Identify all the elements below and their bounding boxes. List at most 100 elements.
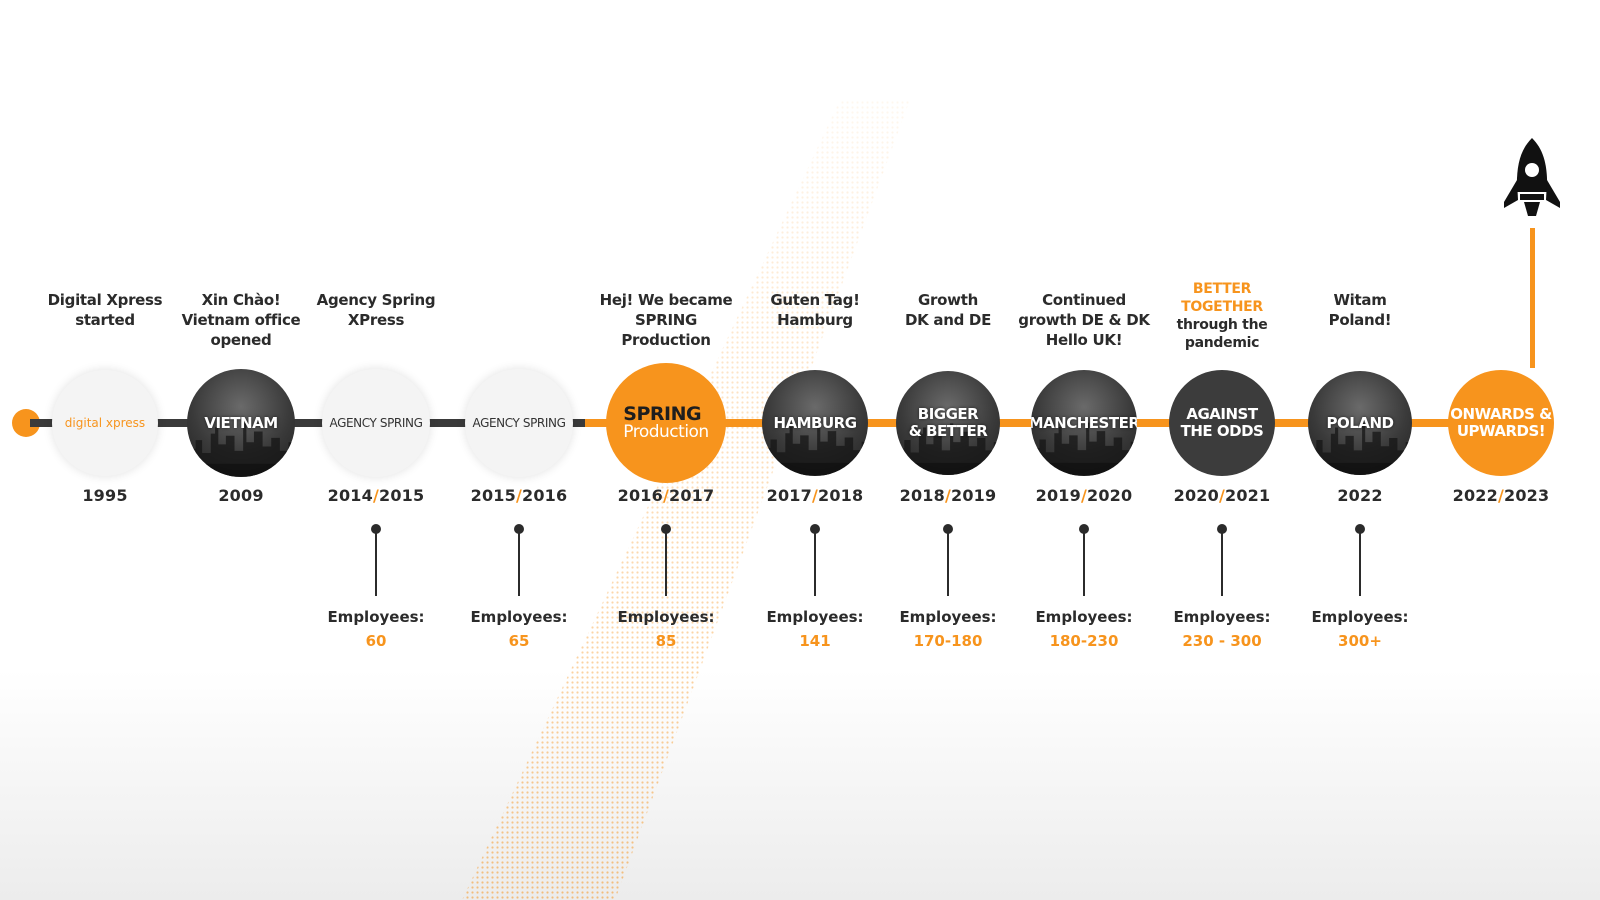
milestone-circle: VIETNAM	[187, 369, 295, 477]
employees-label: Employees:	[766, 608, 864, 626]
pin-stem	[814, 532, 816, 596]
milestone-caption-line: through the	[1176, 317, 1268, 333]
year-separator: /	[811, 486, 819, 505]
milestone-year: 2022/2023	[1426, 486, 1576, 505]
milestone-caption-line: Agency Spring	[316, 291, 436, 309]
milestone-caption: BETTER TOGETHER through the pandemic	[1147, 280, 1297, 352]
employees-label: Employees:	[470, 608, 568, 626]
milestone-caption-line: Poland!	[1328, 311, 1392, 329]
milestone-circle: digital xpress	[52, 370, 158, 476]
milestone-circle-label: VIETNAM	[204, 413, 278, 432]
employees-label: Employees:	[1035, 608, 1133, 626]
pin-stem	[518, 532, 520, 596]
milestone-circle: ONWARDS &UPWARDS!	[1448, 370, 1554, 476]
milestone-year: 2009	[166, 486, 316, 505]
year-separator: /	[372, 486, 380, 505]
rocket-trail	[1530, 228, 1535, 368]
milestone-circle-title: POLAND	[1326, 413, 1394, 432]
year-part: 2019	[951, 486, 997, 505]
milestone-caption-line: DK and DE	[904, 311, 992, 329]
rocket-icon	[1504, 138, 1560, 216]
year-separator: /	[1218, 486, 1226, 505]
year-separator: /	[662, 486, 670, 505]
milestone-caption-line: pandemic	[1184, 335, 1260, 351]
skyline-image	[1031, 423, 1137, 476]
employees-value: 180-230	[1049, 632, 1119, 650]
milestone-caption-line: Xin Chào!	[201, 291, 281, 309]
employees-label: Employees:	[1311, 608, 1409, 626]
year-part: 2009	[218, 486, 264, 505]
spring-logo-word: SPRING	[623, 403, 702, 425]
year-separator: /	[944, 486, 952, 505]
year-separator: /	[1080, 486, 1088, 505]
milestone-caption-highlight: BETTER	[1192, 281, 1252, 297]
milestone-year: 1995	[30, 486, 180, 505]
milestone-year: 2016/2017	[591, 486, 741, 505]
milestone-year: 2014/2015	[301, 486, 451, 505]
year-part: 2019	[1035, 486, 1081, 505]
employees-label: Employees:	[899, 608, 997, 626]
milestone-caption-line: started	[75, 311, 135, 329]
milestone-circle-title: ONWARDS &	[1450, 405, 1552, 423]
milestone-year: 2020/2021	[1147, 486, 1297, 505]
year-part: 2018	[818, 486, 864, 505]
year-part: 2021	[1225, 486, 1271, 505]
year-part: 2016	[617, 486, 663, 505]
milestone-circle-label: BIGGER& BETTER	[909, 406, 988, 440]
milestone-circle: AGENCY SPRING	[465, 369, 573, 477]
pin-stem	[375, 532, 377, 596]
pin-dot-icon	[1079, 524, 1089, 534]
employees-label: Employees:	[327, 608, 425, 626]
pin-dot-icon	[1217, 524, 1227, 534]
milestone-circle-title: MANCHESTER	[1031, 413, 1137, 432]
year-part: 2014	[327, 486, 373, 505]
milestone-caption-line: SPRING Production	[621, 311, 711, 349]
year-part: 2022	[1452, 486, 1498, 505]
year-part: 2022	[1337, 486, 1383, 505]
pin-dot-icon	[1355, 524, 1365, 534]
pin-dot-icon	[810, 524, 820, 534]
milestone-circle: HAMBURG	[762, 370, 868, 476]
employees-value: 170-180	[913, 632, 983, 650]
milestone-circle: BIGGER& BETTER	[896, 371, 1000, 475]
pin-stem	[1221, 532, 1223, 596]
year-separator: /	[1497, 486, 1505, 505]
milestone-circle-label: AGENCY SPRING	[473, 415, 566, 432]
milestone-year: 2022	[1285, 486, 1435, 505]
milestone-circle-title: BIGGER	[917, 405, 979, 423]
pin-dot-icon	[943, 524, 953, 534]
milestone-caption-line: Hello UK!	[1045, 331, 1123, 349]
milestone-caption-highlight: TOGETHER	[1181, 299, 1263, 315]
employees-value: 230 - 300	[1182, 632, 1262, 650]
milestone-caption-line: Continued	[1042, 291, 1126, 309]
milestone-circle-subtitle: UPWARDS!	[1456, 422, 1546, 440]
milestone-circle-label: MANCHESTER	[1031, 413, 1137, 432]
spring-logo-sub: Production	[623, 422, 709, 442]
employees-label: Employees:	[617, 608, 715, 626]
milestone-circle: MANCHESTER	[1031, 370, 1137, 476]
pin-dot-icon	[661, 524, 671, 534]
pin-stem	[1359, 532, 1361, 596]
year-part: 2018	[899, 486, 945, 505]
milestone-caption-line: Witam	[1333, 291, 1387, 309]
milestone-caption-line: Hamburg	[777, 311, 853, 329]
skyline-image	[187, 423, 295, 477]
year-part: 2020	[1173, 486, 1219, 505]
milestone-circle-title: AGENCY SPRING	[329, 415, 423, 430]
pin-stem	[947, 532, 949, 596]
milestone-circle-title: VIETNAM	[204, 413, 278, 432]
skyline-image	[896, 423, 1000, 475]
milestone-year: 2017/2018	[740, 486, 890, 505]
milestone-caption-line: Growth	[918, 291, 978, 309]
milestone-year: 2018/2019	[873, 486, 1023, 505]
milestone-circle-label: AGENCY SPRING	[330, 415, 423, 432]
pin-stem	[1083, 532, 1085, 596]
